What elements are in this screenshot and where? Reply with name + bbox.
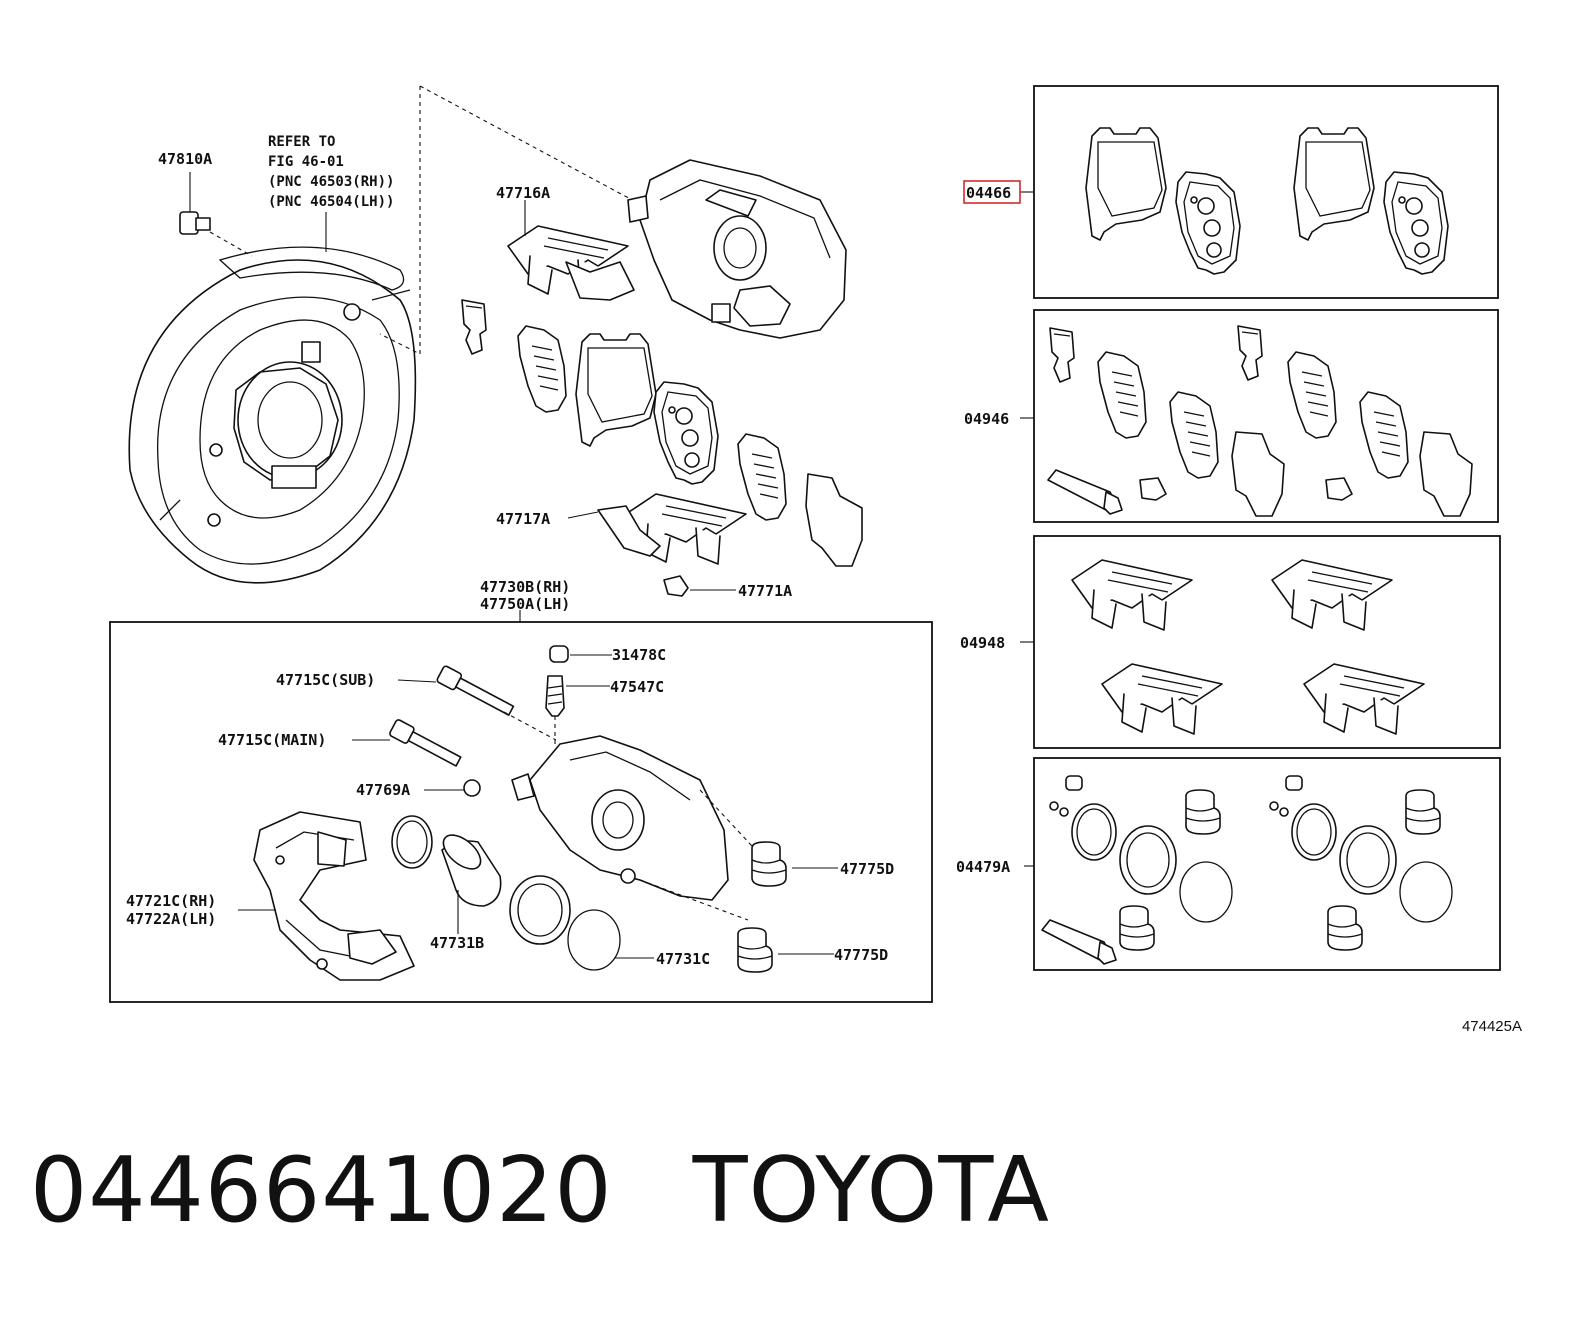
refer-line-3: (PNC 46503(RH)) <box>268 174 394 190</box>
kit-label-04946[interactable]: 04946 <box>964 410 1009 428</box>
kit-label-04479A[interactable]: 04479A <box>956 858 1010 876</box>
kit-label-04466[interactable]: 04466 <box>966 184 1011 202</box>
callout-47716A[interactable]: 47716A <box>496 184 550 202</box>
callout-47750A[interactable]: 47750A(LH) <box>480 595 570 613</box>
pad-set-illustration <box>461 299 863 567</box>
refer-line-2: FIG 46-01 <box>268 154 344 170</box>
caliper-kit-frame <box>109 621 933 1003</box>
kit-box-04946 <box>1033 309 1499 523</box>
kit-04946-shims-illustration <box>1047 325 1473 517</box>
kit-box-04479A <box>1033 757 1501 971</box>
refer-line-1: REFER TO <box>268 134 335 150</box>
brand-name: TOYOTA <box>692 1137 1050 1243</box>
caliper-assembly-illustration <box>627 159 847 339</box>
backing-plate-illustration <box>128 246 417 584</box>
callout-47731B[interactable]: 47731B <box>430 934 484 952</box>
callout-47721C[interactable]: 47721C(RH) <box>126 892 216 910</box>
callout-47547C[interactable]: 47547C <box>610 678 664 696</box>
hub-bolt-illustration <box>179 172 253 257</box>
part-number: 0446641020 <box>30 1137 613 1243</box>
kit-04479A-seals-illustration <box>1041 775 1453 965</box>
callout-47715C-sub[interactable]: 47715C(SUB) <box>276 671 375 689</box>
callout-47771A[interactable]: 47771A <box>738 582 792 600</box>
indicator-clip-illustration <box>663 575 736 597</box>
callout-47769A[interactable]: 47769A <box>356 781 410 799</box>
callout-47730B[interactable]: 47730B(RH) <box>480 578 570 596</box>
footer-caption: 0446641020 TOYOTA <box>30 1135 1050 1245</box>
kit-label-04948[interactable]: 04948 <box>960 634 1005 652</box>
callout-47731C[interactable]: 47731C <box>656 950 710 968</box>
callout-47722A[interactable]: 47722A(LH) <box>126 910 216 928</box>
illustration-code: 474425A <box>1461 1018 1522 1035</box>
support-plate-lower-illustration <box>567 493 747 565</box>
refer-line-4: (PNC 46504(LH)) <box>268 194 394 210</box>
callout-47715C-main[interactable]: 47715C(MAIN) <box>218 731 326 749</box>
callout-31478C[interactable]: 31478C <box>612 646 666 664</box>
kit-04948-brackets-illustration <box>1071 559 1425 735</box>
callout-47775D-lower[interactable]: 47775D <box>834 946 888 964</box>
callout-47810A[interactable]: 47810A <box>158 150 212 168</box>
kit-04466-pads-illustration <box>1085 127 1449 275</box>
kit-highlight-box <box>963 180 1021 204</box>
callout-47717A[interactable]: 47717A <box>496 510 550 528</box>
caliper-kit-illustration <box>238 645 838 981</box>
callout-47775D-upper[interactable]: 47775D <box>840 860 894 878</box>
support-plate-upper-illustration <box>507 200 635 301</box>
